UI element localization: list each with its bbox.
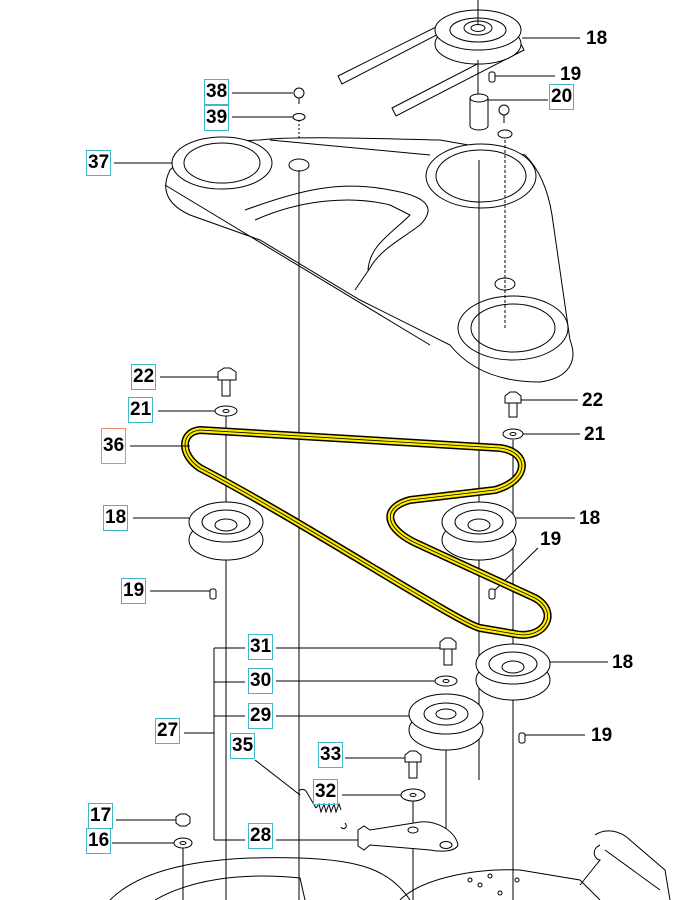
callout-32[interactable]: 32 (313, 779, 339, 805)
callout-18-mid[interactable]: 18 (579, 508, 601, 529)
bolt-22-left (217, 367, 237, 397)
bolt-22-right (504, 391, 522, 418)
callout-39[interactable]: 39 (204, 105, 230, 131)
callout-19-low[interactable]: 19 (591, 725, 613, 746)
pulley-18-mid (441, 501, 517, 561)
callout-22-left[interactable]: 22 (131, 364, 157, 390)
spacer-20 (469, 93, 548, 131)
callout-18-top[interactable]: 18 (586, 28, 608, 49)
key-19-low (518, 732, 526, 744)
washer-30 (434, 675, 458, 687)
belt-strip-left (337, 21, 451, 85)
key-19-top (488, 71, 496, 83)
washer-21-left (214, 405, 238, 417)
callout-17[interactable]: 17 (88, 803, 114, 829)
washer-32 (400, 788, 426, 802)
callout-21-left[interactable]: 21 (128, 397, 154, 423)
callout-38[interactable]: 38 (204, 79, 230, 105)
callout-36-selected[interactable]: 36 (101, 428, 127, 464)
mower-deck (109, 830, 671, 900)
callout-30[interactable]: 30 (248, 668, 274, 694)
callout-19-left[interactable]: 19 (121, 578, 147, 604)
drive-belt-36 (181, 426, 552, 639)
callout-18-left[interactable]: 18 (103, 505, 129, 531)
callout-22-right[interactable]: 22 (582, 390, 604, 411)
nut-17 (175, 813, 191, 827)
bolt-33 (404, 750, 422, 779)
top-pulley-assembly (337, 0, 525, 117)
callout-19-top[interactable]: 19 (560, 64, 582, 85)
washer-16 (173, 837, 193, 849)
callout-18-low[interactable]: 18 (612, 652, 634, 673)
pulley-18-low (475, 643, 551, 701)
pulley-18-left (188, 501, 264, 561)
callout-37[interactable]: 37 (86, 150, 112, 176)
belt-cover-37 (164, 136, 574, 383)
callout-16[interactable]: 16 (86, 828, 112, 854)
screw-38 (293, 87, 305, 99)
callout-33[interactable]: 33 (318, 742, 344, 768)
key-19-left (209, 588, 217, 600)
callout-19-mid[interactable]: 19 (540, 529, 562, 550)
callout-29[interactable]: 29 (248, 703, 274, 729)
callout-35[interactable]: 35 (230, 733, 256, 759)
key-19-mid (488, 588, 496, 600)
bolt-31 (439, 637, 457, 666)
idler-arm-28 (357, 821, 459, 852)
callout-31[interactable]: 31 (248, 634, 274, 660)
idler-pulley-29 (408, 693, 484, 751)
callout-21-right[interactable]: 21 (584, 424, 606, 445)
washer-39 (292, 113, 306, 121)
callout-20[interactable]: 20 (549, 84, 575, 110)
washer-21-right (502, 428, 524, 440)
callout-27[interactable]: 27 (155, 718, 181, 744)
callout-28[interactable]: 28 (248, 823, 274, 849)
